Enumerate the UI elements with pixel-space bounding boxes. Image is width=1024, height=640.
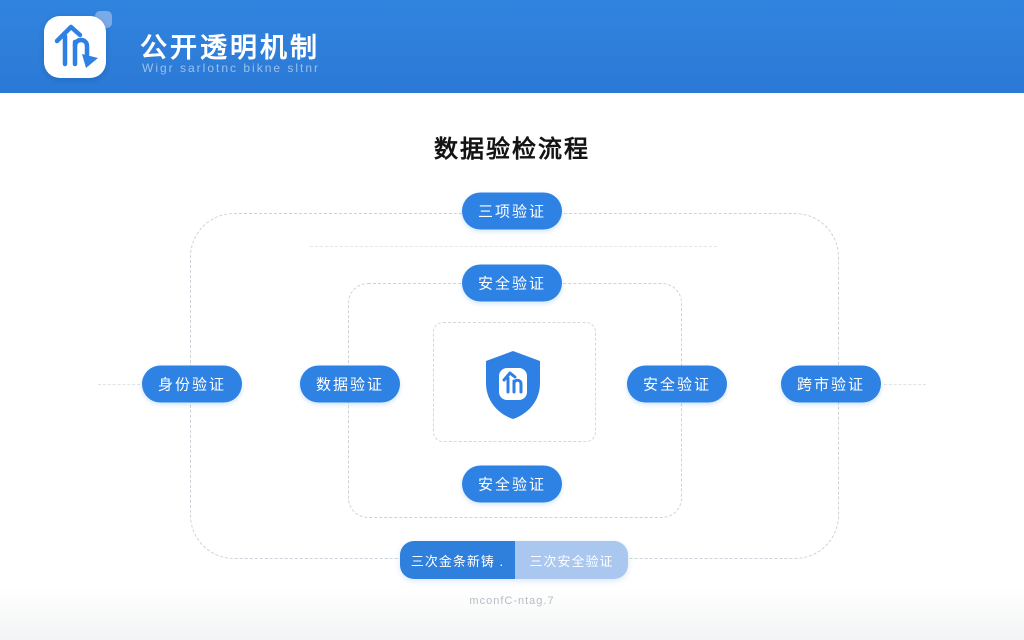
security-shield-icon — [480, 348, 546, 422]
logo-tile — [44, 16, 106, 78]
left-connector-stub-line — [98, 384, 140, 385]
top-connector-line — [310, 246, 717, 247]
node-right-outer-pill[interactable]: 跨市验证 — [780, 365, 882, 403]
bottom-bar-left-segment[interactable]: 三次金条新铸 . — [400, 541, 515, 579]
header-title: 公开透明机制 — [140, 33, 320, 63]
right-connector-stub-line — [884, 384, 926, 385]
bottom-bar-right-segment[interactable]: 三次安全验证 — [515, 541, 628, 579]
node-top-verification-pill[interactable]: 三项验证 — [461, 192, 563, 230]
page-title: 数据验检流程 — [434, 136, 590, 163]
node-left-inner-pill[interactable]: 数据验证 — [299, 365, 401, 403]
header-subtitle: Wigr sarlotnc bikne sltnr — [142, 61, 321, 75]
inner-dashed-box — [433, 322, 596, 442]
node-upper-verification-pill[interactable]: 安全验证 — [461, 264, 563, 302]
node-left-outer-pill[interactable]: 身份验证 — [141, 365, 243, 403]
node-right-inner-pill[interactable]: 安全验证 — [626, 365, 728, 403]
node-bottom-verification-pill[interactable]: 安全验证 — [461, 465, 563, 503]
bottom-background-wash — [0, 588, 1024, 640]
footer-note: mconfC-ntag.7 — [469, 595, 555, 607]
app-logo — [44, 11, 112, 78]
header-bar: 公开透明机制 Wigr sarlotnc bikne sltnr — [0, 0, 1024, 93]
company-building-logo-icon — [54, 24, 98, 68]
bottom-summary-bar: 三次金条新铸 . 三次安全验证 — [400, 541, 628, 579]
